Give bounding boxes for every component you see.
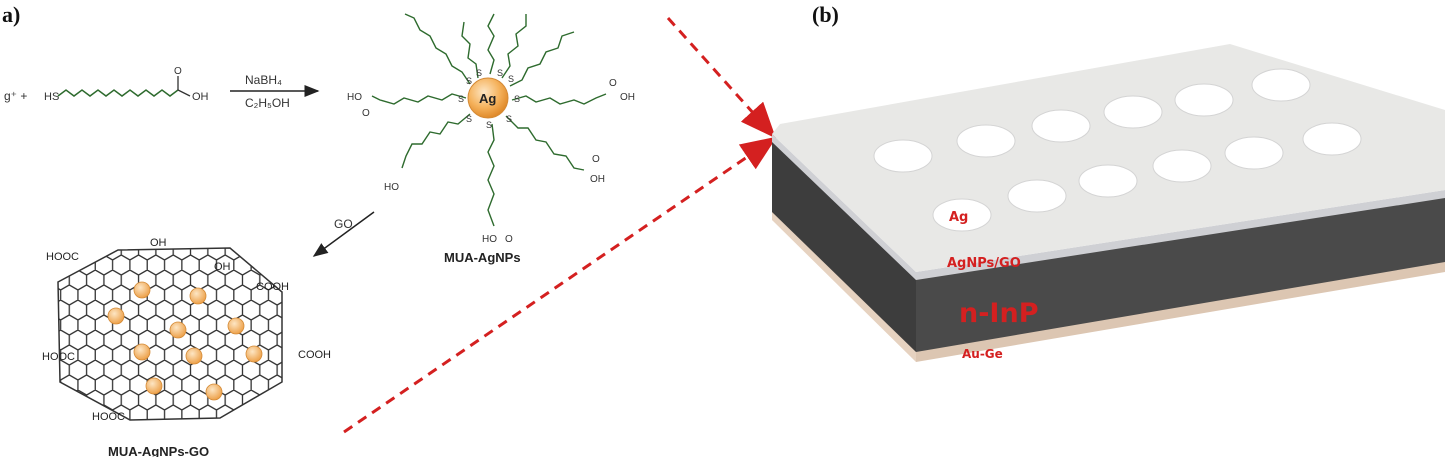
- auge-layer-label: Au-Ge: [962, 347, 1003, 361]
- oh-lower-right: OH: [590, 174, 605, 185]
- s-atom-3: S: [497, 68, 503, 78]
- s-atom-4: S: [508, 74, 514, 84]
- ag-core-label: Ag: [479, 91, 496, 106]
- ho-lower-left: HO: [384, 182, 399, 193]
- ag-np-2: [190, 288, 206, 304]
- acid-bond: [178, 90, 190, 96]
- ag-dot-10: [1079, 165, 1137, 197]
- ag-np-1: [134, 282, 150, 298]
- o-bottom: O: [505, 234, 513, 245]
- ag-np-3: [108, 308, 124, 324]
- ag-dot-8: [1225, 137, 1283, 169]
- ag-dot-7: [1303, 123, 1361, 155]
- schottky-device: Ag AgNPs/GO n-InP Au-Ge: [772, 44, 1445, 362]
- ag-dot-1: [1252, 69, 1310, 101]
- agnps-go-layer-label: AgNPs/GO: [947, 256, 1021, 271]
- ag-dot-6: [874, 140, 932, 172]
- reactant-ag-ion: g⁺ +: [4, 89, 27, 103]
- oh-right: OH: [620, 92, 635, 103]
- red-arrow-upper: [668, 18, 772, 134]
- ag-np-9: [146, 378, 162, 394]
- ag-np-6: [134, 344, 150, 360]
- ho-left: HO: [347, 92, 362, 103]
- acid-oh-label: OH: [192, 91, 209, 103]
- ag-np-10: [206, 384, 222, 400]
- ho-bottom: HO: [482, 234, 497, 245]
- mua-chain: [58, 90, 178, 96]
- go-hooc-left: HOOC: [42, 351, 75, 363]
- go-hooc-bottom: HOOC: [92, 411, 125, 423]
- s-atom-1: S: [466, 76, 472, 86]
- ag-np-8: [246, 346, 262, 362]
- go-oh-top: OH: [150, 237, 167, 249]
- reagent-ethanol: C₂H₅OH: [245, 96, 290, 110]
- s-atom-8: S: [486, 120, 492, 130]
- ag-dot-4: [1032, 110, 1090, 142]
- ag-np-7: [186, 348, 202, 364]
- ag-layer-label: Ag: [949, 210, 968, 225]
- go-cooh-lower-right: COOH: [298, 349, 331, 361]
- s-atom-2: S: [476, 68, 482, 78]
- ag-dot-3: [1104, 96, 1162, 128]
- red-arrow-lower: [344, 140, 772, 432]
- s-atom-6: S: [514, 94, 520, 104]
- reagent-nabh4: NaBH₄: [245, 73, 282, 87]
- s-atom-7: S: [466, 114, 472, 124]
- s-atom-5: S: [458, 94, 464, 104]
- ag-dot-11: [1008, 180, 1066, 212]
- s-atom-9: S: [506, 114, 512, 124]
- final-product-name: MUA-AgNPs-GO: [108, 444, 209, 457]
- acid-o-label: O: [174, 66, 182, 77]
- reaction-scheme: g⁺ + HS O OH NaBH₄ C₂H₅OH: [4, 66, 318, 110]
- ag-np-4: [170, 322, 186, 338]
- o-left: O: [362, 108, 370, 119]
- ag-dot-2: [1175, 84, 1233, 116]
- red-dashed-arrows: [344, 18, 772, 432]
- o-right: O: [609, 78, 617, 89]
- mua-agnp-particle: S S S S S S S S S Ag HO O OH O HO OH O H…: [347, 14, 635, 265]
- ag-np-5: [228, 318, 244, 334]
- go-oh-right: OH: [214, 261, 231, 273]
- go-cooh-right: COOH: [256, 281, 289, 293]
- product-name: MUA-AgNPs: [444, 250, 521, 265]
- go-hooc-top: HOOC: [46, 251, 79, 263]
- ag-dot-5: [957, 125, 1015, 157]
- graphene-oxide-sheet: HOOC OH OH COOH HOOC COOH HOOC MUA-AgNPs…: [40, 230, 331, 457]
- thiol-hs-label: HS: [44, 91, 59, 103]
- ag-dot-9: [1153, 150, 1211, 182]
- n-inp-layer-label: n-InP: [959, 298, 1038, 329]
- o-lower-right: O: [592, 154, 600, 165]
